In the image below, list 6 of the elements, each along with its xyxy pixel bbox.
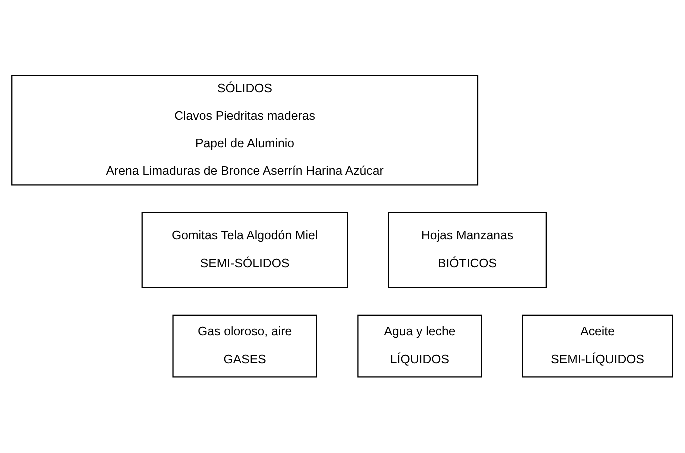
node-box: Gas oloroso, aire GASES bbox=[172, 314, 318, 378]
node-box: Hojas Manzanas BIÓTICOS bbox=[388, 212, 548, 288]
node-box: Agua y leche LÍQUIDOS bbox=[358, 314, 482, 378]
node-box: SÓLIDOS Clavos Piedritas maderas Papel de Aluminio Arena Limaduras de Bronce Aserrín Harina Azúcar bbox=[12, 75, 479, 186]
node-box: Gomitas Tela Algodón Miel SEMI-SÓLIDOS bbox=[142, 212, 348, 288]
node-box: Aceite SEMI-LÍQUIDOS bbox=[522, 314, 674, 378]
